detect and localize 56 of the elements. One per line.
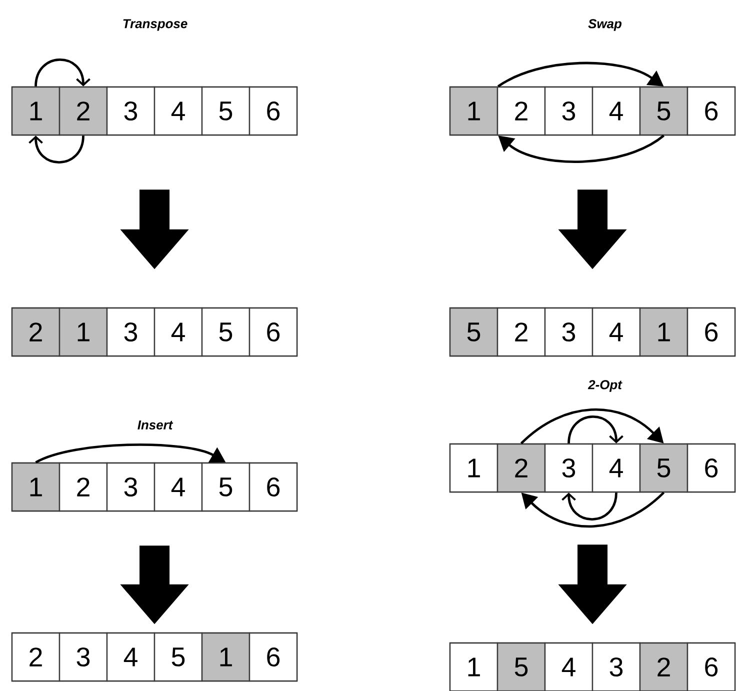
array-cell: 5 <box>201 307 250 357</box>
curved-arrow <box>34 58 90 87</box>
curved-arrow <box>28 135 84 164</box>
array-cell: 3 <box>106 307 156 357</box>
array-cell: 4 <box>544 642 594 691</box>
array-cell: 2 <box>58 86 108 136</box>
array-cell: 2 <box>496 443 546 493</box>
array-cell: 5 <box>639 86 688 136</box>
array-cell: 6 <box>686 307 736 357</box>
operation-title: Swap <box>588 19 622 31</box>
array-cell: 1 <box>11 462 60 512</box>
array-cell: 1 <box>11 86 60 136</box>
array-cell: 6 <box>248 86 298 136</box>
array-cell: 5 <box>201 462 250 512</box>
array-cell: 4 <box>154 462 203 512</box>
array-cell: 3 <box>544 86 594 136</box>
array-cell: 5 <box>201 86 250 136</box>
array-cell: 5 <box>496 642 546 691</box>
array-cell: 3 <box>592 642 641 691</box>
operation-title: Insert <box>138 420 174 430</box>
array-cell: 6 <box>248 307 298 357</box>
operation-title: Transpose <box>123 19 188 31</box>
array-cell: 1 <box>58 307 108 357</box>
array-cell: 1 <box>449 642 498 691</box>
array-cell: 4 <box>592 307 641 357</box>
array-cell: 2 <box>58 462 108 512</box>
array-cell: 6 <box>686 86 736 136</box>
array-cell: 6 <box>686 642 736 691</box>
array-cell: 5 <box>639 443 688 493</box>
array-cell: 2 <box>639 642 688 691</box>
array-cell: 3 <box>544 307 594 357</box>
curved-arrow <box>562 492 618 520</box>
array-cell: 4 <box>592 443 641 493</box>
array-cell: 6 <box>686 443 736 493</box>
array-cell: 1 <box>449 443 498 493</box>
array-cell: 4 <box>106 632 156 682</box>
array-cell: 3 <box>106 462 156 512</box>
array-cell: 2 <box>496 307 546 357</box>
array-cell: 2 <box>11 632 60 682</box>
array-cell: 2 <box>11 307 60 357</box>
array-cell: 2 <box>496 86 546 136</box>
array-cell: 1 <box>201 632 250 682</box>
array-cell: 4 <box>592 86 641 136</box>
array-cell: 5 <box>449 307 498 357</box>
array-cell: 3 <box>106 86 156 136</box>
array-cell: 6 <box>248 632 298 682</box>
array-cell: 5 <box>154 632 203 682</box>
array-cell: 1 <box>449 86 498 136</box>
array-cell: 1 <box>639 307 688 357</box>
array-cell: 4 <box>154 307 203 357</box>
array-cell: 3 <box>58 632 108 682</box>
array-cell: 6 <box>248 462 298 512</box>
operation-title: 2-Opt <box>588 380 622 392</box>
array-cell: 3 <box>544 443 594 493</box>
curved-arrow <box>568 416 624 444</box>
array-cell: 4 <box>154 86 203 136</box>
